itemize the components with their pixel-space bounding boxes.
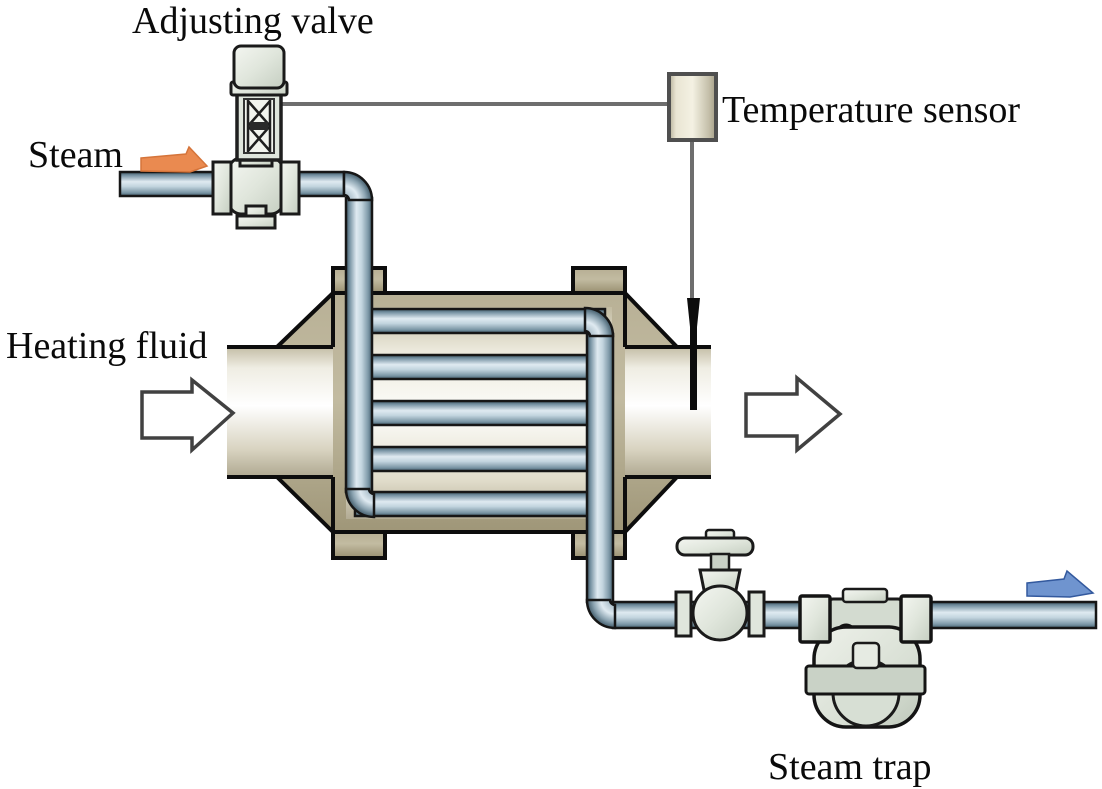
pipe-elbow-top xyxy=(342,170,374,202)
tube-4 xyxy=(353,445,607,473)
pipe-elbow-bottom xyxy=(585,598,617,630)
valve-outlet-pipe xyxy=(294,170,346,198)
steam-label: Steam xyxy=(28,134,123,176)
actuator-stem-hub xyxy=(250,122,268,130)
condensate-outlet-arrow xyxy=(1026,569,1095,598)
tube-5 xyxy=(353,490,607,518)
tube-2 xyxy=(353,353,607,381)
valve-flange-right xyxy=(747,590,766,638)
tube-3 xyxy=(353,399,607,427)
heating-fluid-outlet-arrow xyxy=(744,374,843,454)
steam-inlet-arrow xyxy=(140,145,209,173)
trap-flange-right xyxy=(899,594,933,644)
trap-flange-left xyxy=(798,594,832,644)
steam-downcomer-pipe xyxy=(344,196,374,494)
tube-1 xyxy=(353,307,607,335)
steam-trap-label: Steam trap xyxy=(768,746,932,788)
trap-top-cap xyxy=(841,587,889,604)
heating-fluid-inlet-arrow xyxy=(140,376,236,454)
valve-flange-left xyxy=(674,590,693,638)
valve-body xyxy=(691,584,749,642)
heating-fluid-inlet-duct xyxy=(227,349,333,475)
adjusting-valve-flange-right xyxy=(279,160,301,216)
pipe-elbow-shell-left xyxy=(344,487,376,519)
flange-bottom-left xyxy=(331,530,387,560)
temperature-sensor xyxy=(667,72,718,142)
flange-top-right xyxy=(571,266,627,295)
trap-band xyxy=(804,664,927,696)
heat-exchanger-tubes xyxy=(353,307,607,518)
steam-inlet-pipe xyxy=(118,170,222,198)
handwheel xyxy=(675,536,755,557)
heating-fluid-outlet-duct xyxy=(625,349,711,475)
adjusting-valve xyxy=(211,44,301,230)
adjusting-valve-flange-bottom xyxy=(235,214,277,230)
temperature-probe xyxy=(687,298,700,410)
temperature-sensor-label: Temperature sensor xyxy=(722,89,1020,131)
adjusting-valve-flange-left xyxy=(211,160,233,216)
heating-fluid-label: Heating fluid xyxy=(6,325,208,367)
actuator-cap xyxy=(232,44,286,90)
heat-exchanger xyxy=(227,196,711,604)
valve-stem xyxy=(709,552,731,572)
steam-trap xyxy=(798,587,933,729)
condensate-downcomer-pipe xyxy=(585,332,615,604)
manual-valve xyxy=(674,528,766,642)
trap-detail xyxy=(851,641,881,670)
actuator-stem-lattice xyxy=(246,100,272,152)
adjusting-valve-label: Adjusting valve xyxy=(132,0,374,42)
shell-outline xyxy=(227,291,711,534)
pipe-elbow-shell-right xyxy=(583,306,615,338)
